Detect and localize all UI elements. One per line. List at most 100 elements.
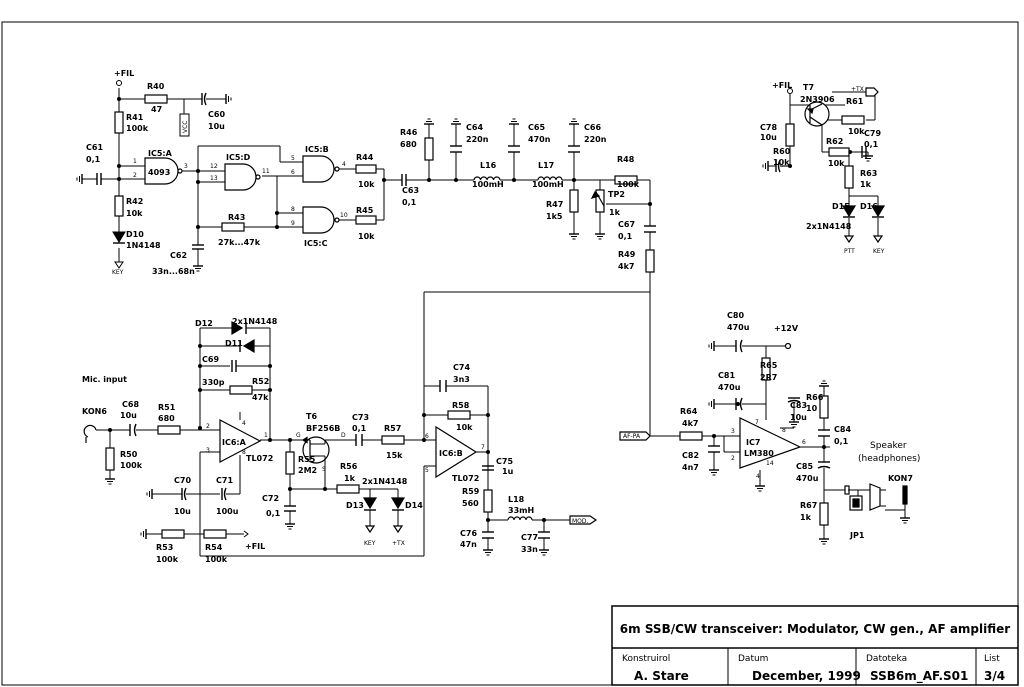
r65-val: 2R7 — [760, 373, 777, 382]
r51-ref: R51 — [158, 403, 176, 412]
r48-val: 100k — [617, 180, 640, 189]
c73-val: 0,1 — [352, 424, 367, 433]
ic7-pin2: 2 — [731, 455, 735, 462]
r47-val: 1k5 — [546, 212, 563, 221]
r41-val: 100k — [126, 124, 149, 133]
net-tx-1: +TX — [851, 86, 864, 93]
ic5d-pin11: 11 — [262, 168, 270, 175]
c76-ref: C76 — [460, 529, 477, 538]
c70-ref: C70 — [174, 476, 191, 485]
ic5d-pin13: 13 — [210, 175, 218, 182]
l17-val: 100mH — [532, 180, 564, 189]
r40-ref: R40 — [147, 82, 165, 91]
c80-val: 470u — [727, 323, 750, 332]
ic5d-ref: IC5:D — [226, 153, 251, 162]
c69-val: 330p — [202, 378, 225, 387]
t7-val: 2N3906 — [800, 95, 835, 104]
ic6a-pin8: 8 — [242, 449, 246, 456]
d10-diode — [112, 231, 126, 244]
r51-val: 680 — [158, 414, 175, 423]
date-caption: Datum — [738, 654, 768, 664]
c69-ref: C69 — [202, 355, 219, 364]
d10-ref: D10 — [126, 230, 144, 239]
c66-val: 220n — [584, 135, 607, 144]
c72-ref: C72 — [262, 494, 279, 503]
r64-ref: R64 — [680, 407, 698, 416]
ic5d-pin12: 12 — [210, 163, 218, 170]
c77-ref: C77 — [521, 533, 538, 542]
ic7-pin14: 14 — [766, 460, 774, 467]
d11-ref: D11 — [225, 339, 243, 348]
file-value: SSB6m_AF.S01 — [870, 669, 968, 684]
d15-d16-val: 2x1N4148 — [806, 222, 852, 231]
r62-val: 10k — [828, 159, 845, 168]
designer-value: A. Stare — [634, 669, 689, 683]
r44-ref: R44 — [356, 153, 374, 162]
t6-pin-s: S — [322, 466, 326, 473]
net-tx-2: +TX — [392, 540, 405, 547]
r67-ref: R67 — [800, 501, 817, 510]
r52-val: 47k — [252, 393, 269, 402]
c81-val: 470u — [718, 383, 741, 392]
net-fil-2: +FIL — [772, 81, 792, 90]
ic6a-pin4: 4 — [242, 420, 246, 427]
r63-val: 1k — [860, 180, 872, 189]
c74-val: 3n3 — [453, 375, 470, 384]
net-fil-1: +FIL — [114, 69, 134, 78]
t6-val: BF256B — [306, 424, 340, 433]
r42-ref: R42 — [126, 197, 143, 206]
r58-val: 10k — [456, 423, 473, 432]
d15-ref: D15 — [832, 202, 850, 211]
d13-ref: D13 — [346, 501, 364, 510]
l17-ref: L17 — [538, 161, 554, 170]
date-value: December, 1999 — [752, 669, 861, 683]
c71-ref: C71 — [216, 476, 233, 485]
r43-val: 27k...47k — [218, 238, 261, 247]
r55-ref: R55 — [298, 455, 316, 464]
c63-val: 0,1 — [402, 198, 417, 207]
ic6b-ref: IC6:B — [439, 449, 463, 458]
c83-ref: C83 — [790, 401, 807, 410]
ic7-pin7: 7 — [755, 419, 759, 426]
c60-val: 10u — [208, 122, 225, 131]
tp2-val: 1k — [609, 208, 621, 217]
r54-ref: R54 — [205, 543, 223, 552]
r45-val: 10k — [358, 232, 375, 241]
r42-val: 10k — [126, 209, 143, 218]
r44-val: 10k — [358, 180, 375, 189]
c67-ref: C67 — [618, 220, 635, 229]
t6-ref: T6 — [306, 412, 317, 421]
sheet-frame — [1, 21, 1019, 686]
c75-ref: C75 — [496, 457, 513, 466]
cw-gates — [144, 155, 340, 234]
d16-ref: D16 — [860, 202, 878, 211]
r50-ref: R50 — [120, 450, 138, 459]
net-ptt: PTT — [844, 248, 855, 255]
ic7-val: LM380 — [744, 449, 774, 458]
ic5b-pin4: 4 — [342, 161, 346, 168]
r49-val: 4k7 — [618, 262, 634, 271]
r56-ref: R56 — [340, 462, 358, 471]
c81-ref: C81 — [718, 371, 735, 380]
r61-val: 10k — [848, 127, 865, 136]
ic5a-pin3: 3 — [184, 163, 188, 170]
r66-ref: R66 — [806, 393, 824, 402]
r66-val: 10 — [806, 404, 818, 413]
c62-ref: C62 — [170, 251, 187, 260]
r52-ref: R52 — [252, 377, 269, 386]
r59-ref: R59 — [462, 487, 480, 496]
wires-mic-amp — [96, 327, 570, 557]
c82-ref: C82 — [682, 451, 699, 460]
ic5b-pin5: 5 — [291, 155, 295, 162]
kon6-ref: KON6 — [82, 407, 107, 416]
ic5a-pin2: 2 — [133, 172, 137, 179]
c76-val: 47n — [460, 540, 477, 549]
r61-ref: R61 — [846, 97, 864, 106]
ic6b-pin5: 5 — [425, 467, 429, 474]
r46-val: 680 — [400, 140, 417, 149]
ic6a-ref: IC6:A — [222, 438, 247, 447]
af-amp-labels: AF-PA R64 4k7 C82 4n7 C80 470u +12V C81 … — [623, 311, 920, 540]
r41-ref: R41 — [126, 113, 144, 122]
ic5c-pin9: 9 — [291, 220, 295, 227]
